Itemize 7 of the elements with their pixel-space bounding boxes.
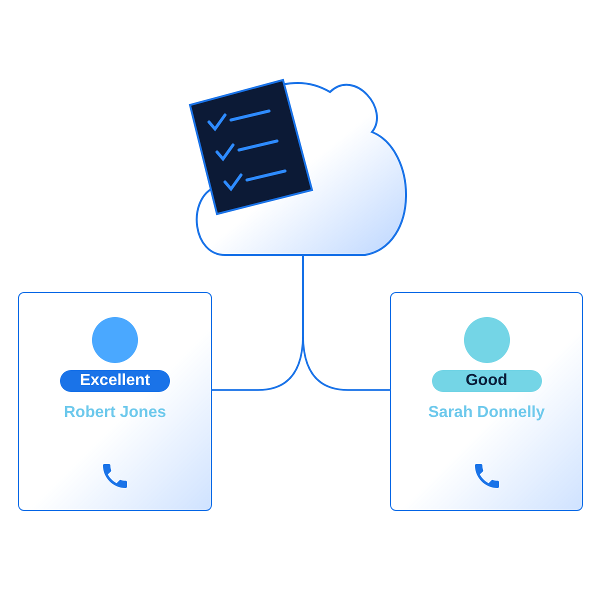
rating-badge: Excellent [60, 370, 170, 392]
person-name: Sarah Donnelly [427, 404, 546, 422]
rating-badge: Good [432, 370, 542, 392]
connector-line [302, 255, 390, 391]
person-name: Robert Jones [62, 404, 168, 422]
contact-card [18, 292, 212, 511]
contact-card [390, 292, 583, 511]
